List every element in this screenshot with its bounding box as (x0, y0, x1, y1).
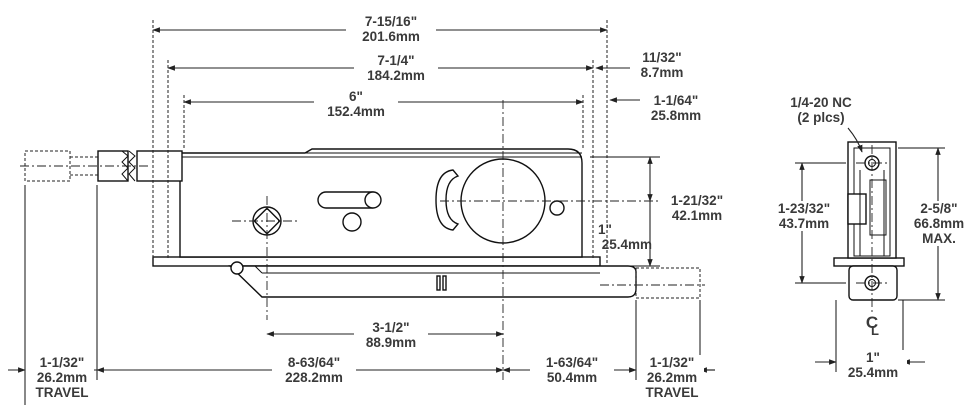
dim-metric: 88.9mm (365, 335, 417, 350)
callout-qty: (2 plcs) (797, 110, 845, 125)
dim-fraction: 7-1/4" (377, 53, 415, 68)
dim-metric: 228.2mm (285, 370, 343, 385)
dim-fraction: 1-63/64" (545, 355, 599, 370)
dim-end-max-height: 2-5/8" 66.8mm MAX. (904, 201, 971, 246)
dim-fraction: 1" (598, 222, 612, 237)
dim-bolt-spacing: 6" 152.4mm (314, 89, 398, 119)
dim-fraction: 2-5/8" (920, 201, 958, 216)
dim-metric: 42.1mm (671, 208, 723, 223)
dim-fraction: 1-1/64" (653, 93, 699, 108)
dim-travel-left: 1-1/32" 26.2mm TRAVEL (30, 355, 94, 400)
dim-metric: 201.6mm (362, 29, 420, 44)
dim-metric: 26.2mm (646, 370, 698, 385)
dim-overall-bottom: 8-63/64" 228.2mm (272, 355, 356, 385)
dim-metric: 8.7mm (640, 65, 684, 80)
dim-fraction: 6" (349, 89, 363, 104)
dim-metric: 26.2mm (36, 370, 88, 385)
dim-note: TRAVEL (645, 385, 699, 400)
dim-metric: 66.8mm (913, 216, 965, 231)
dim-fraction: 1-21/32" (670, 193, 724, 208)
dim-note: MAX. (922, 231, 956, 246)
dim-spindle-to-center: 3-1/2" 88.9mm (354, 320, 428, 350)
centerline-l: L (871, 323, 879, 338)
adjust-hole (549, 200, 565, 216)
dim-metric: 184.2mm (367, 68, 425, 83)
end-view-part (833, 141, 905, 301)
dim-metric: 25.8mm (650, 108, 702, 123)
lower-arm (228, 265, 637, 298)
dim-end-height: 1-23/32" 43.7mm (766, 201, 842, 231)
dim-spindle-height: 1-21/32" 42.1mm (662, 193, 732, 223)
dim-metric: 25.4mm (847, 365, 899, 380)
dim-fraction: 1-1/32" (39, 355, 85, 370)
dim-note: TRAVEL (35, 385, 89, 400)
dim-fraction: 8-63/64" (287, 355, 341, 370)
dim-fraction: 1" (866, 350, 880, 365)
dim-metric: 152.4mm (327, 104, 385, 119)
dim-metric: 50.4mm (546, 370, 598, 385)
dim-end-offset-b: 1-1/64" 25.8mm (642, 93, 710, 123)
c-bracket (435, 169, 460, 231)
dim-arm-height: 1" 25.4mm (594, 222, 652, 252)
dim-fraction: 7-15/16" (364, 14, 418, 29)
dim-end-offset-a: 11/32" 8.7mm (632, 50, 692, 80)
dim-metric: 43.7mm (778, 216, 830, 231)
dim-fraction: 11/32" (642, 50, 682, 65)
callout-spec: 1/4-20 NC (790, 95, 852, 110)
rod-travel-phantom (24, 150, 71, 182)
dim-overall-length: 7-15/16" 201.6mm (346, 14, 436, 44)
arm-travel-phantom (635, 267, 701, 299)
base-plate (152, 256, 601, 267)
dim-fraction: 1-23/32" (777, 201, 831, 216)
side-extension-lines (24, 20, 701, 405)
dim-fraction: 3-1/2" (372, 320, 410, 335)
end-spindle (847, 193, 867, 225)
end-base (833, 257, 905, 267)
dim-fraction: 1-1/32" (649, 355, 695, 370)
round-hole (342, 212, 362, 232)
dim-metric: 25.4mm (601, 237, 652, 252)
dim-travel-right: 1-1/32" 26.2mm TRAVEL (640, 355, 704, 400)
dim-body-length: 7-1/4" 184.2mm (354, 53, 438, 83)
dim-end-width: 1" 25.4mm (839, 350, 907, 380)
dim-center-to-end: 1-63/64" 50.4mm (530, 355, 614, 385)
centerline-symbol: C L (862, 313, 882, 338)
centerline-c: C (865, 313, 879, 332)
callout-thread: 1/4-20 NC (2 plcs) (776, 95, 866, 125)
